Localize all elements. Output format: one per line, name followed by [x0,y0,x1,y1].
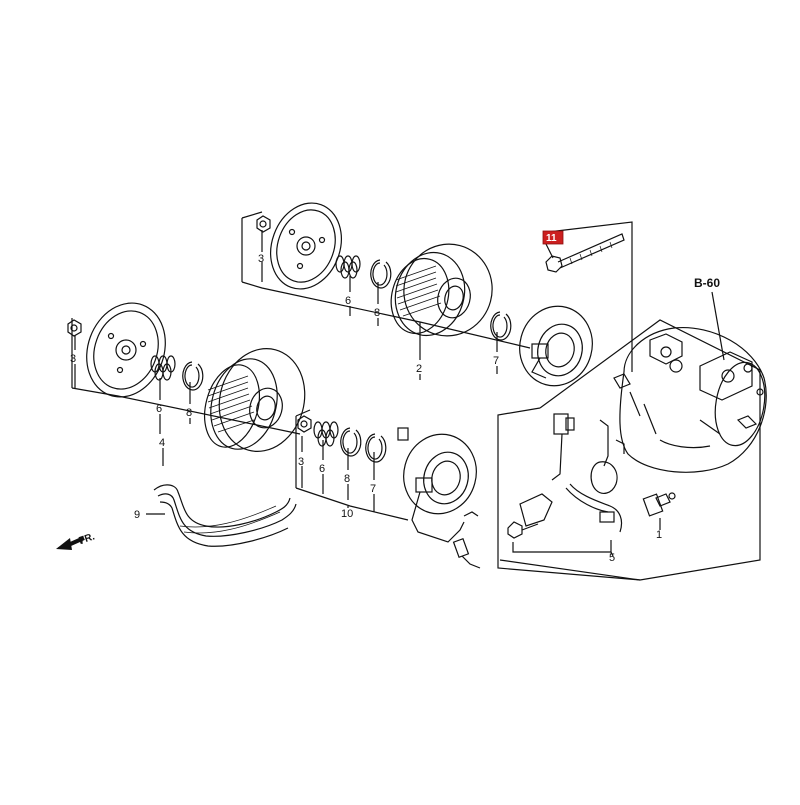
callout-11: 11 [546,233,557,244]
field-coil-part-10 [397,427,481,569]
highlight-badge [542,230,564,245]
compressor-assembly [613,326,767,473]
nut-part-3-left [67,319,82,337]
snap-ring-part-8-left [182,361,204,391]
callout-10: 10 [341,508,353,520]
bolt-part-11 [545,233,625,273]
callout-1: 1 [656,529,662,541]
snap-ring-part-8-middle [340,427,362,457]
callout-8-left: 8 [186,407,192,419]
snap-ring-part-7-top [490,311,512,341]
callout-6-middle: 6 [319,463,325,475]
relief-valve-part-1 [642,492,676,517]
nut-part-3-top [256,215,271,233]
frame-lines [71,211,761,581]
clutch-plate-top [270,202,342,290]
callout-8-middle: 8 [344,473,350,485]
callout-7-middle: 7 [370,483,376,495]
pulley-part-4 [204,348,306,452]
callout-labels: 3 3 3 6 6 6 8 8 8 7 7 2 4 10 9 1 5 B-60 … [70,253,720,564]
clutch-plate-left [86,302,166,398]
reference-b60: B-60 [694,276,720,290]
shims-part-6-left [150,355,176,381]
leader-lines [74,230,725,557]
callout-6-left: 6 [156,403,162,415]
callout-3-left: 3 [70,353,76,365]
field-coil-top [519,305,593,387]
callout-9: 9 [134,509,140,521]
shims-part-6-top [335,255,361,279]
snap-ring-part-7-middle [365,433,387,463]
callout-2: 2 [416,363,422,375]
front-direction-label: FR. [78,531,97,547]
nut-part-3-middle [297,415,312,433]
callout-3-middle: 3 [298,456,304,468]
drive-belt-part-9 [153,484,297,547]
wire-harness-part-5 [507,413,625,539]
callout-11-highlight: 11 [542,230,564,245]
front-direction-arrow-icon [56,536,85,550]
callout-6-top: 6 [345,295,351,307]
callout-7-top: 7 [493,355,499,367]
snap-ring-part-8-top [370,259,392,289]
callout-4: 4 [159,437,165,449]
callout-5: 5 [609,552,615,564]
pulley-part-2 [390,243,493,337]
shims-part-6-middle [313,421,339,447]
callout-3-top: 3 [258,253,264,265]
callout-8-top: 8 [374,307,380,319]
